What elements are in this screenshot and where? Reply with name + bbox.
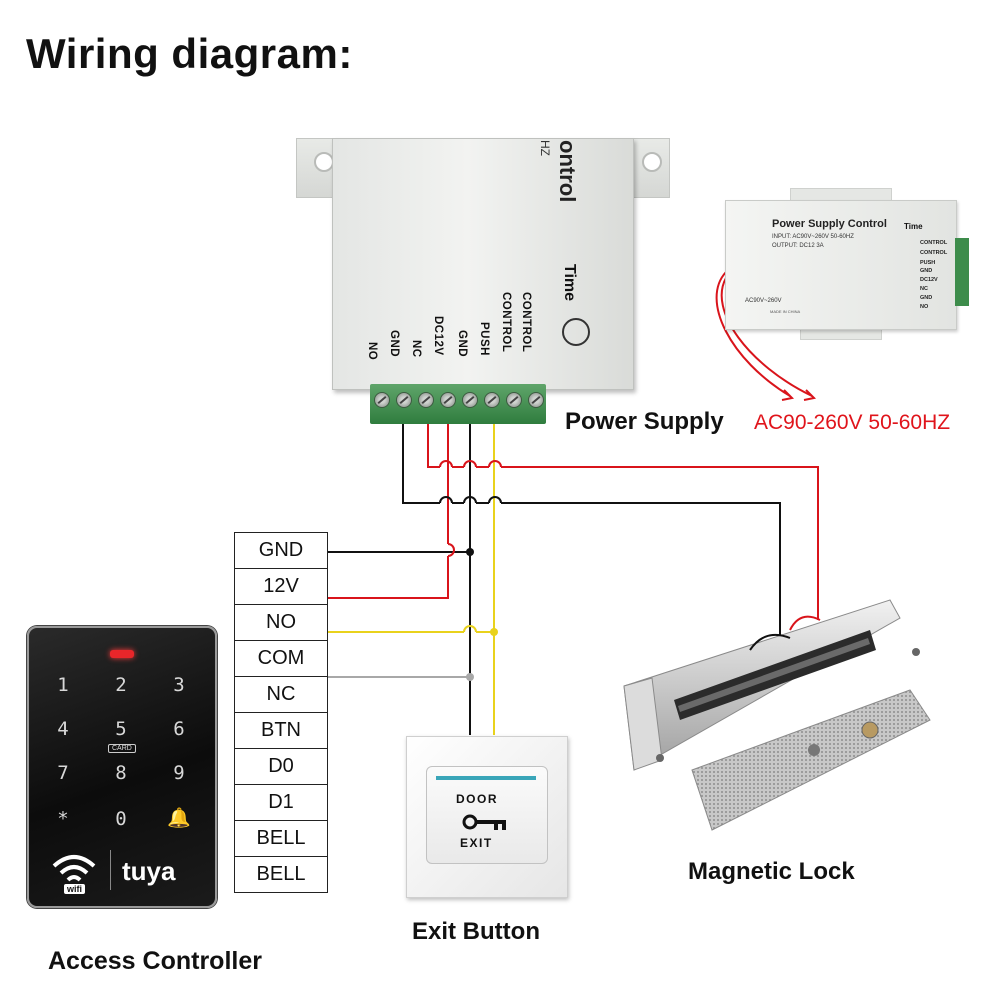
power-supply-small xyxy=(725,200,957,330)
terminal-screw xyxy=(374,392,390,408)
terminal-cell: BELL xyxy=(234,856,328,893)
status-led xyxy=(110,650,134,658)
wire-red-12v-low xyxy=(328,556,449,599)
terminal-block xyxy=(370,384,546,424)
card-badge: CARD xyxy=(108,744,136,753)
bell-icon[interactable]: 🔔 xyxy=(167,807,191,829)
terminal-screw xyxy=(506,392,522,408)
terminal-cell: D1 xyxy=(234,784,328,821)
keypad-key[interactable]: 2 xyxy=(115,674,127,696)
exit-button[interactable] xyxy=(426,766,548,864)
terminal-cell: NO xyxy=(234,604,328,641)
wire-ac-1 xyxy=(715,271,791,397)
small-psu-input: INPUT: AC90V~260V 50-60HZ xyxy=(772,234,854,240)
wire-black-gnd xyxy=(402,420,440,504)
power-supply-main xyxy=(332,138,634,390)
psu-terminal-label: NO xyxy=(366,342,378,361)
terminal-cell: D0 xyxy=(234,748,328,785)
small-terminal-block xyxy=(955,238,969,306)
small-psu-ac: AC90V~260V xyxy=(745,298,782,304)
small-psu-terminal: DC12V xyxy=(920,277,938,283)
time-logo: Time xyxy=(561,264,578,302)
exit-exit-text: EXIT xyxy=(460,836,493,850)
terminal-screw xyxy=(440,392,456,408)
small-psu-made-in: MADE IN CHINA xyxy=(770,309,801,314)
psu-terminal-label: CONTROL xyxy=(520,292,532,353)
exit-door-text: DOOR xyxy=(456,792,498,806)
mount-hole xyxy=(642,152,662,172)
time-logo-icon xyxy=(562,318,590,346)
wifi-icon xyxy=(52,855,96,882)
keypad-key[interactable]: 9 xyxy=(173,762,185,784)
keypad-key[interactable]: 0 xyxy=(115,808,127,830)
terminal-cell: BTN xyxy=(234,712,328,749)
wire-red-to-lock xyxy=(501,466,819,620)
psu-terminal-label: PUSH xyxy=(478,322,490,356)
power-supply-main-hz: HZ xyxy=(538,140,552,156)
terminal-cell: 12V xyxy=(234,568,328,605)
psu-terminal-label: DC12V xyxy=(432,316,444,356)
keypad-key[interactable]: 5 xyxy=(115,718,127,740)
keypad-key[interactable]: 3 xyxy=(173,674,185,696)
terminal-cell: BELL xyxy=(234,820,328,857)
power-supply-main-label: ontrol xyxy=(555,140,580,203)
terminal-screw xyxy=(462,392,478,408)
small-psu-terminal: CONTROL xyxy=(920,240,948,246)
power-supply-label: Power Supply xyxy=(565,408,724,435)
terminal-screw xyxy=(418,392,434,408)
psu-terminal-label: GND xyxy=(388,330,400,358)
access-controller-label: Access Controller xyxy=(48,947,262,975)
small-psu-terminal: CONTROL xyxy=(920,250,948,256)
access-terminal-table: GND 12V NO COM NC BTN D0 D1 BELL BELL xyxy=(234,532,328,893)
wire-red-12v-top xyxy=(427,420,440,468)
terminal-cell: GND xyxy=(234,532,328,569)
psu-terminal-label: CONTROL xyxy=(500,292,512,353)
small-psu-terminal: NC xyxy=(920,286,928,292)
psu-terminal-label: GND xyxy=(456,330,468,358)
terminal-screw xyxy=(396,392,412,408)
mount-hole xyxy=(314,152,334,172)
wire-ac-2 xyxy=(720,277,813,397)
keypad-key[interactable]: 1 xyxy=(57,674,69,696)
small-psu-title: Power Supply Control xyxy=(772,218,887,230)
keypad-key[interactable]: 7 xyxy=(57,762,69,784)
terminal-screw xyxy=(528,392,544,408)
keypad-divider xyxy=(110,850,111,890)
terminal-cell: NC xyxy=(234,676,328,713)
keypad-key[interactable]: 6 xyxy=(173,718,185,740)
small-psu-terminal: PUSH xyxy=(920,260,936,266)
ac-input-label: AC90-260V 50-60HZ xyxy=(754,411,951,434)
psu-terminal-label: NC xyxy=(410,340,422,358)
small-psu-terminal: NO xyxy=(920,304,929,310)
terminal-screw xyxy=(484,392,500,408)
wire-black-to-lock xyxy=(501,502,781,640)
magnetic-lock-label: Magnetic Lock xyxy=(688,858,855,885)
magnetic-lock xyxy=(623,599,931,831)
tuya-logo: tuya xyxy=(122,856,176,886)
small-psu-terminal: GND xyxy=(920,295,933,301)
small-time-logo: Time xyxy=(904,222,923,231)
wifi-label: wifi xyxy=(64,884,85,894)
small-psu-output: OUTPUT: DC12 3A xyxy=(772,243,824,249)
keypad-key[interactable]: 8 xyxy=(115,762,127,784)
small-psu-terminal: GND xyxy=(920,268,933,274)
key-icon xyxy=(462,814,506,830)
exit-button-stripe xyxy=(436,776,536,780)
keypad-key[interactable]: * xyxy=(57,808,69,830)
keypad-key[interactable]: 4 xyxy=(57,718,69,740)
page-title: Wiring diagram: xyxy=(26,30,353,77)
exit-button-label: Exit Button xyxy=(412,918,540,945)
terminal-cell: COM xyxy=(234,640,328,677)
